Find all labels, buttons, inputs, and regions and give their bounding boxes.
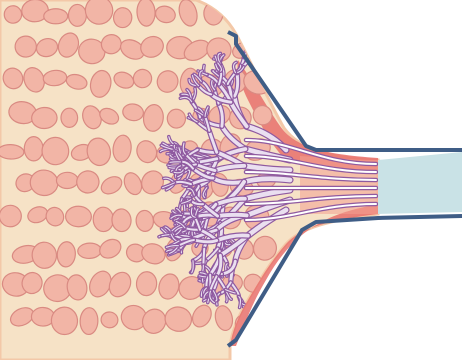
lobule (240, 0, 264, 24)
duct-branch-lumen (203, 249, 204, 266)
lobule (0, 205, 22, 227)
funnel-fill (378, 152, 462, 214)
lobule (113, 7, 132, 28)
lobule (56, 172, 78, 189)
lobule (4, 5, 22, 23)
lobule (68, 4, 86, 26)
lobule (80, 307, 99, 334)
duct-branch-lumen (170, 162, 181, 163)
lobule (44, 9, 68, 24)
lobule (31, 107, 57, 129)
lobule (93, 207, 114, 232)
duct-branch-lumen (218, 215, 247, 216)
lobule (24, 137, 43, 161)
lobule (61, 108, 78, 128)
lobule (65, 206, 91, 227)
